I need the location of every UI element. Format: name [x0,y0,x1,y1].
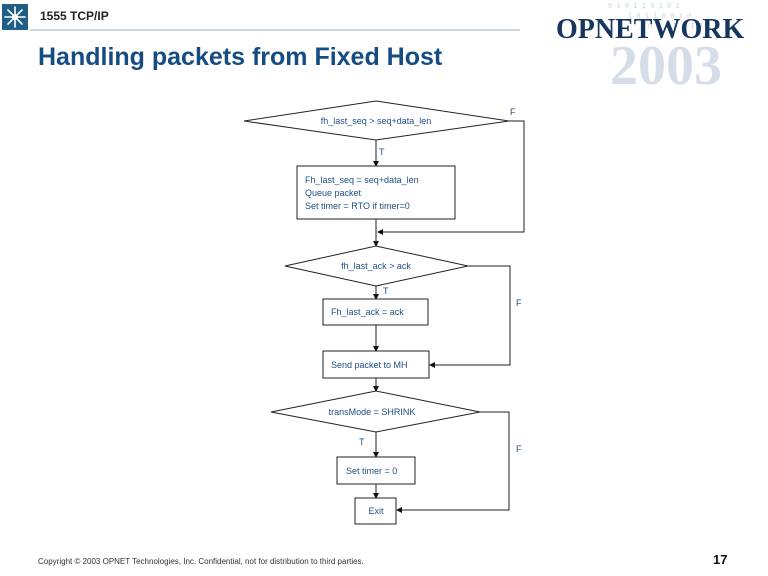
decision-trans-mode [270,390,481,433]
decision-fh-last-seq [243,100,510,141]
decision-fh-last-ack [284,245,469,287]
exit-label: Exit [368,506,384,516]
process-update-seq [296,165,456,220]
end-exit [354,497,397,525]
header-bar: 1555 TCP/IP [0,0,520,34]
process-send-packet [322,350,430,379]
page-title: Handling packets from Fixed Host [38,43,443,71]
true-label-1: T [379,147,385,157]
section-label: 1555 TCP/IP [40,9,109,23]
process-set-timer [336,456,416,485]
decision-1-label: fh_last_seq > seq+data_len [321,116,432,126]
decision-3-label: transMode = SHRINK [329,407,416,417]
false-label-2: F [516,298,522,308]
process-update-ack [322,298,429,326]
connector-d3-false [396,411,510,513]
process-1-line-1: Fh_last_seq = seq+data_len [305,175,419,185]
connector-d2-false [429,265,511,368]
header-divider [30,29,520,31]
connector-d1-false [377,120,525,235]
footer-copyright: Copyright © 2003 OPNET Technologies, Inc… [38,557,364,566]
star-logo-icon [2,4,28,30]
process-1-line-3: Set timer = RTO if timer=0 [305,201,410,211]
false-label-1: F [510,107,516,117]
process-1-line-2: Queue packet [305,188,362,198]
process-3-label: Send packet to MH [331,360,408,370]
brand-year-logo: 2003 [610,35,722,97]
svg-text:0 1 0 1 1 0 1 0 1: 0 1 0 1 1 0 1 0 1 [608,2,680,10]
brand-wordmark-logo: OPNETWORK [556,14,745,45]
matrix-background-decoration: 0 1 0 1 1 0 1 0 1 1 0 1 1 0 0 1 0 0 0 1 … [548,0,768,46]
process-4-label: Set timer = 0 [346,466,397,476]
false-label-3: F [516,444,522,454]
true-label-3: T [359,437,365,447]
svg-text:1 0 1 1 0 0 1 0: 1 0 1 1 0 0 1 0 [628,12,691,20]
process-2-label: Fh_last_ack = ack [331,307,404,317]
decision-2-label: fh_last_ack > ack [341,261,411,271]
page-number: 17 [713,552,728,567]
svg-text:0 0 1 0 1 1 0 1: 0 0 1 0 1 1 0 1 [648,22,711,30]
true-label-2: T [383,286,389,296]
